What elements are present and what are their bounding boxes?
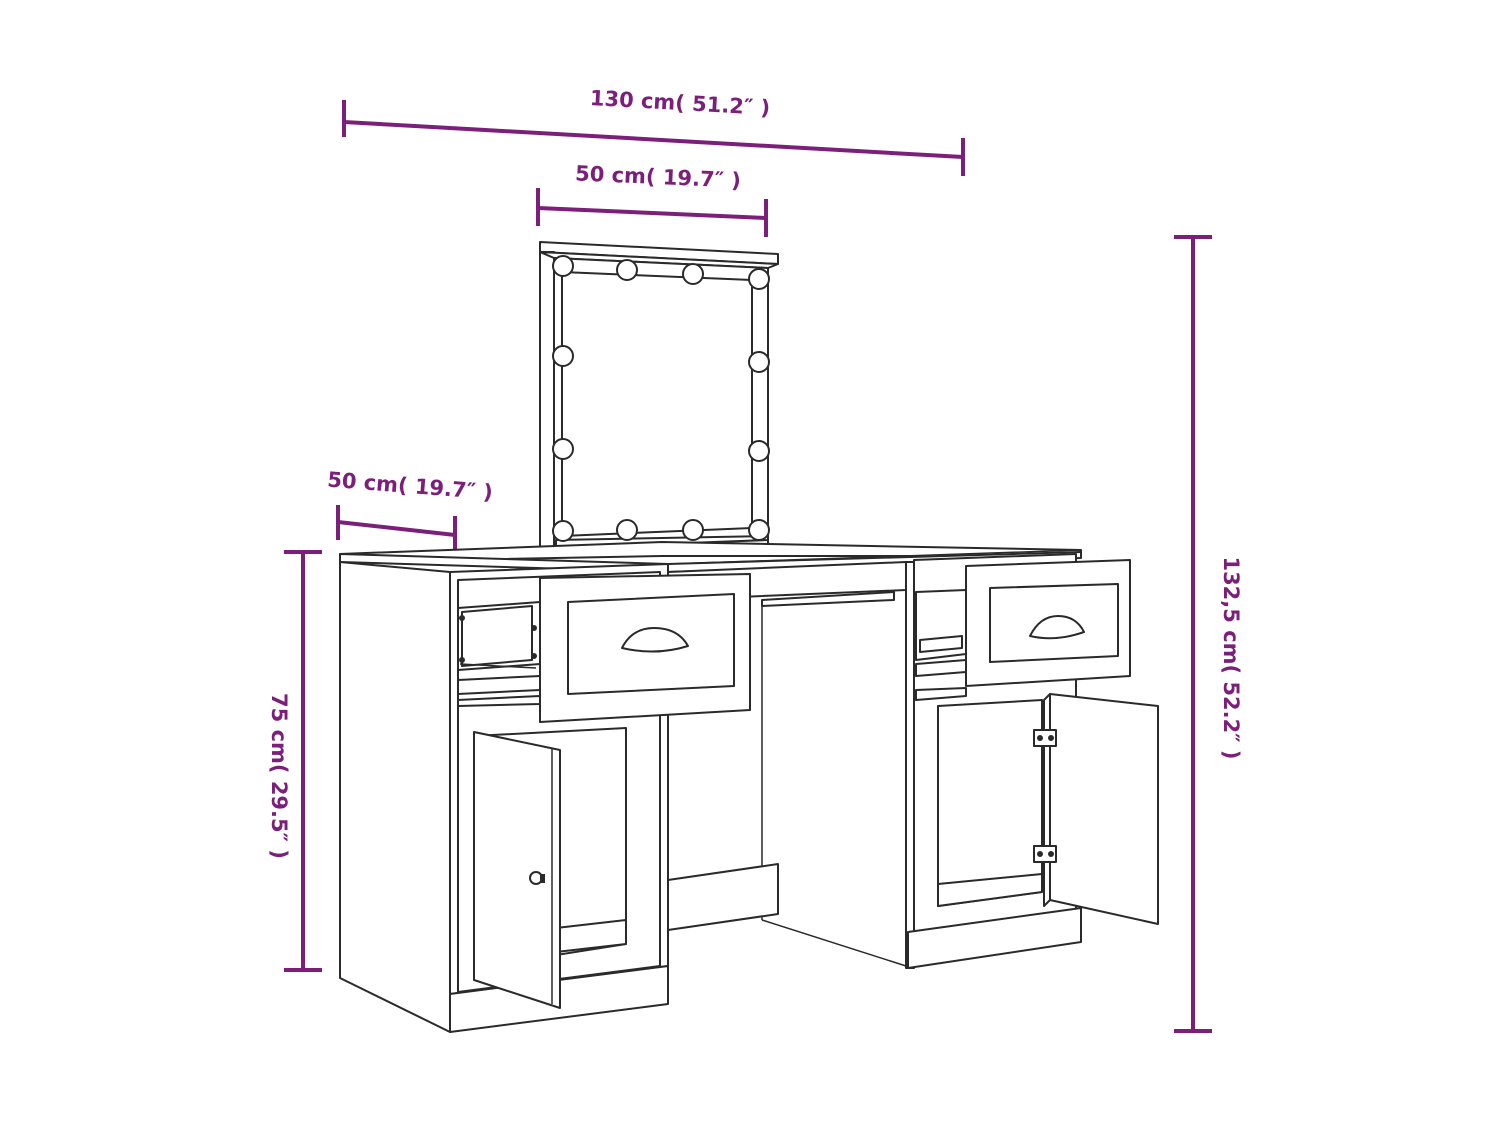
- total-width-label: 130 cm( 51.2″ ): [589, 86, 771, 120]
- lighted-mirror: [539, 241, 779, 551]
- depth-label: 50 cm( 19.7″ ): [326, 468, 493, 505]
- dimension-total-height: 132,5 cm( 52.2″ ): [1174, 235, 1243, 1033]
- left-drawer: [539, 573, 751, 723]
- mirror-bulbs: [552, 255, 770, 542]
- right-drawer: [965, 559, 1131, 687]
- hinge-upper: [1033, 729, 1057, 747]
- hinge-lower: [1033, 845, 1057, 863]
- mirror-width-label: 50 cm( 19.7″ ): [575, 161, 742, 192]
- right-drawer-handle: [1029, 615, 1085, 640]
- dimension-mirror-width: 50 cm( 19.7″ ): [536, 161, 768, 237]
- dimension-table-height: 75 cm( 29.5″ ): [267, 550, 322, 972]
- dimension-depth: 50 cm( 19.7″ ): [326, 468, 494, 553]
- total-height-label: 132,5 cm( 52.2″ ): [1219, 556, 1243, 759]
- right-door: [1033, 693, 1159, 925]
- left-drawer-handle: [621, 627, 689, 653]
- dimension-total-width: 130 cm( 51.2″ ): [342, 86, 965, 176]
- table-height-label: 75 cm( 29.5″ ): [267, 693, 291, 859]
- left-door: [473, 731, 561, 1009]
